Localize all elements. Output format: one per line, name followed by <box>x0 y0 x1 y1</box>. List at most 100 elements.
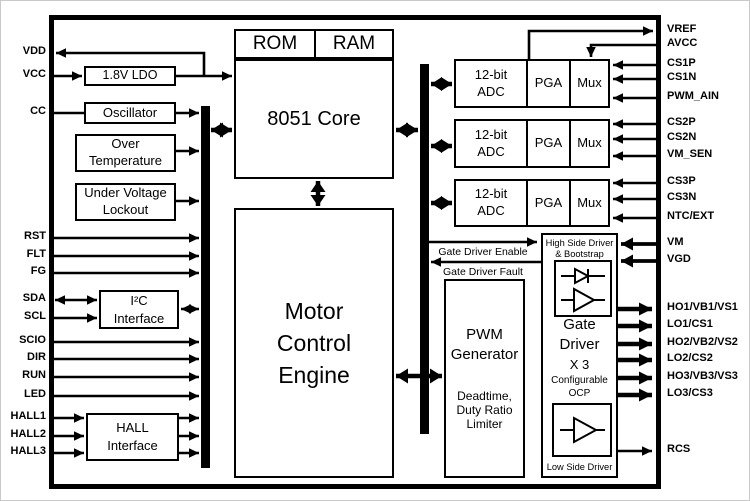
pin-lo1-cs1: LO1/CS1 <box>667 318 713 330</box>
adc-label: ADC <box>477 203 505 218</box>
hs-title-line: & Bootstrap <box>555 249 604 260</box>
pin-rcs: RCS <box>667 443 691 455</box>
adc-label: 12-bit <box>474 186 508 202</box>
pga-label: PGA <box>534 135 563 151</box>
pin-rst: RST <box>24 230 46 242</box>
low-side-driver-box <box>552 403 612 457</box>
pin-cs1p: CS1P <box>667 57 696 69</box>
pin-cc: CC <box>30 105 46 117</box>
pin-ho1-vb1-vs1: HO1/VB1/VS1 <box>667 301 738 313</box>
adc-label: ADC <box>477 83 505 99</box>
pin-scio: SCIO <box>19 334 46 346</box>
pin-pwm-ain: PWM_AIN <box>667 90 719 102</box>
adc-label: 12-bit <box>474 126 508 142</box>
pwm-label-line: Generator <box>450 346 519 363</box>
i2c-interface-block: I²C Interface <box>99 290 179 329</box>
gate-driver-mult-label: X 3 <box>569 357 590 372</box>
pin-vcc: VCC <box>22 68 46 80</box>
uvlo-label: Under Voltage <box>84 185 167 201</box>
ldo-block: 1.8V LDO <box>84 66 176 86</box>
gate-driver-name: Gate Driver <box>543 315 616 356</box>
pga1-block: PGA <box>526 59 571 108</box>
over-temperature-label: Over <box>111 136 140 152</box>
pin-hall2: HALL2 <box>10 428 46 440</box>
core-label: 8051 Core <box>267 107 361 130</box>
pin-cs2p: CS2P <box>667 116 696 128</box>
rom-label: ROM <box>252 33 298 55</box>
pin-cs2n: CS2N <box>667 131 697 143</box>
low-side-driver-label: Low Side Driver <box>546 462 613 472</box>
pga-label: PGA <box>534 194 563 210</box>
oscillator-block: Oscillator <box>84 102 176 124</box>
hall-label: HALL <box>116 419 149 435</box>
over-temperature-block: Over Temperature <box>75 134 176 172</box>
high-side-driver-label: High Side Driver & Bootstrap <box>543 238 616 260</box>
mux3-block: Mux <box>569 179 610 227</box>
pin-scl: SCL <box>24 310 46 322</box>
pin-vm: VM <box>667 236 684 248</box>
pin-hall3: HALL3 <box>10 445 46 457</box>
pin-ho2-vb2-vs2: HO2/VB2/VS2 <box>667 336 738 348</box>
pin-run: RUN <box>22 369 46 381</box>
pin-vdd: VDD <box>22 45 46 57</box>
ram-block: RAM <box>314 29 394 59</box>
oscillator-label: Oscillator <box>102 104 158 120</box>
pin-flt: FLT <box>26 248 46 260</box>
pin-hall1: HALL1 <box>10 410 46 422</box>
pin-lo2-cs2: LO2/CS2 <box>667 352 713 364</box>
uvlo-label: Lockout <box>102 202 149 217</box>
mux1-block: Mux <box>569 59 610 108</box>
pga2-block: PGA <box>526 119 571 168</box>
pga3-block: PGA <box>526 179 571 227</box>
high-side-driver-box <box>554 260 612 317</box>
gate-driver-fault-label: Gate Driver Fault <box>443 266 523 278</box>
mux-label: Mux <box>577 75 602 91</box>
pwm-label: PWM Generator <box>446 325 523 365</box>
mce-label-line: Engine <box>278 362 350 389</box>
pin-fg: FG <box>30 265 46 277</box>
under-voltage-lockout-block: Under Voltage Lockout <box>75 183 176 221</box>
ocp-line: OCP <box>568 387 591 399</box>
pin-led: LED <box>24 388 46 400</box>
mux-label: Mux <box>577 194 602 210</box>
pin-lo3-cs3: LO3/CS3 <box>667 387 713 399</box>
pin-cs3p: CS3P <box>667 175 696 187</box>
gate-driver-enable-label: Gate Driver Enable <box>438 246 528 258</box>
mce-label-line: Control <box>276 329 352 356</box>
right-internal-bus <box>420 64 429 434</box>
ocp-line: Configurable <box>551 375 608 386</box>
hall-label: Interface <box>107 438 158 453</box>
hall-interface-block: HALL Interface <box>86 413 179 461</box>
gate-name-line: Gate <box>563 316 596 333</box>
ram-label: RAM <box>332 33 376 55</box>
pga-label: PGA <box>534 75 563 91</box>
pin-avcc: AVCC <box>667 37 698 49</box>
configurable-ocp-label: Configurable OCP <box>543 375 616 400</box>
mux-label: Mux <box>577 135 602 151</box>
pin-cs1n: CS1N <box>667 71 697 83</box>
buffer-icon <box>560 416 605 444</box>
pwm-sub-label: Deadtime, Duty Ratio Limiter <box>446 389 523 431</box>
pwm-sub-line: Limiter <box>466 417 503 431</box>
pin-ntc-ext: NTC/EXT <box>667 210 715 222</box>
pwm-generator-block: PWM Generator Deadtime, Duty Ratio Limit… <box>444 279 525 478</box>
chip-boundary <box>49 15 661 489</box>
hs-title-line: High Side Driver <box>545 238 614 248</box>
pwm-label-line: PWM <box>466 326 503 343</box>
pin-ho3-vb3-vs3: HO3/VB3/VS3 <box>667 370 738 382</box>
ldo-label: 1.8V LDO <box>102 68 158 83</box>
left-internal-bus <box>201 106 210 468</box>
rom-block: ROM <box>234 29 316 59</box>
i2c-label: I²C <box>130 292 148 308</box>
pin-vref: VREF <box>667 23 697 35</box>
adc-label: ADC <box>477 143 505 159</box>
over-temperature-label: Temperature <box>89 153 162 168</box>
pin-vgd: VGD <box>667 253 691 265</box>
mux2-block: Mux <box>569 119 610 168</box>
gate-name-line: Driver <box>559 336 600 354</box>
motor-control-engine-block: Motor Control Engine <box>234 208 394 478</box>
